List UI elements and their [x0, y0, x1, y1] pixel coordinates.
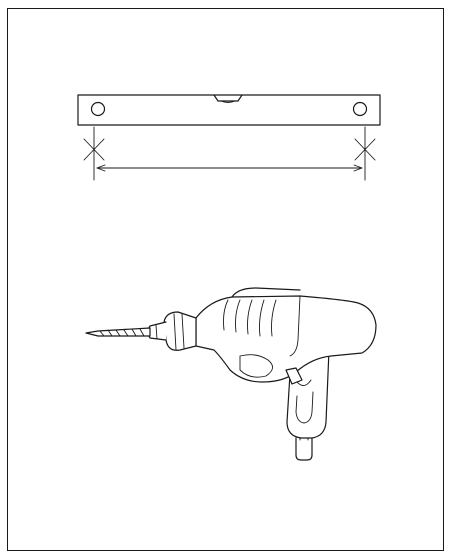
spirit-level-icon	[77, 94, 381, 126]
hole-markings	[83, 126, 376, 181]
right-hole-icon	[352, 101, 368, 117]
left-hole-icon	[90, 101, 106, 117]
page-border	[7, 8, 444, 551]
drill-icon	[85, 287, 377, 461]
